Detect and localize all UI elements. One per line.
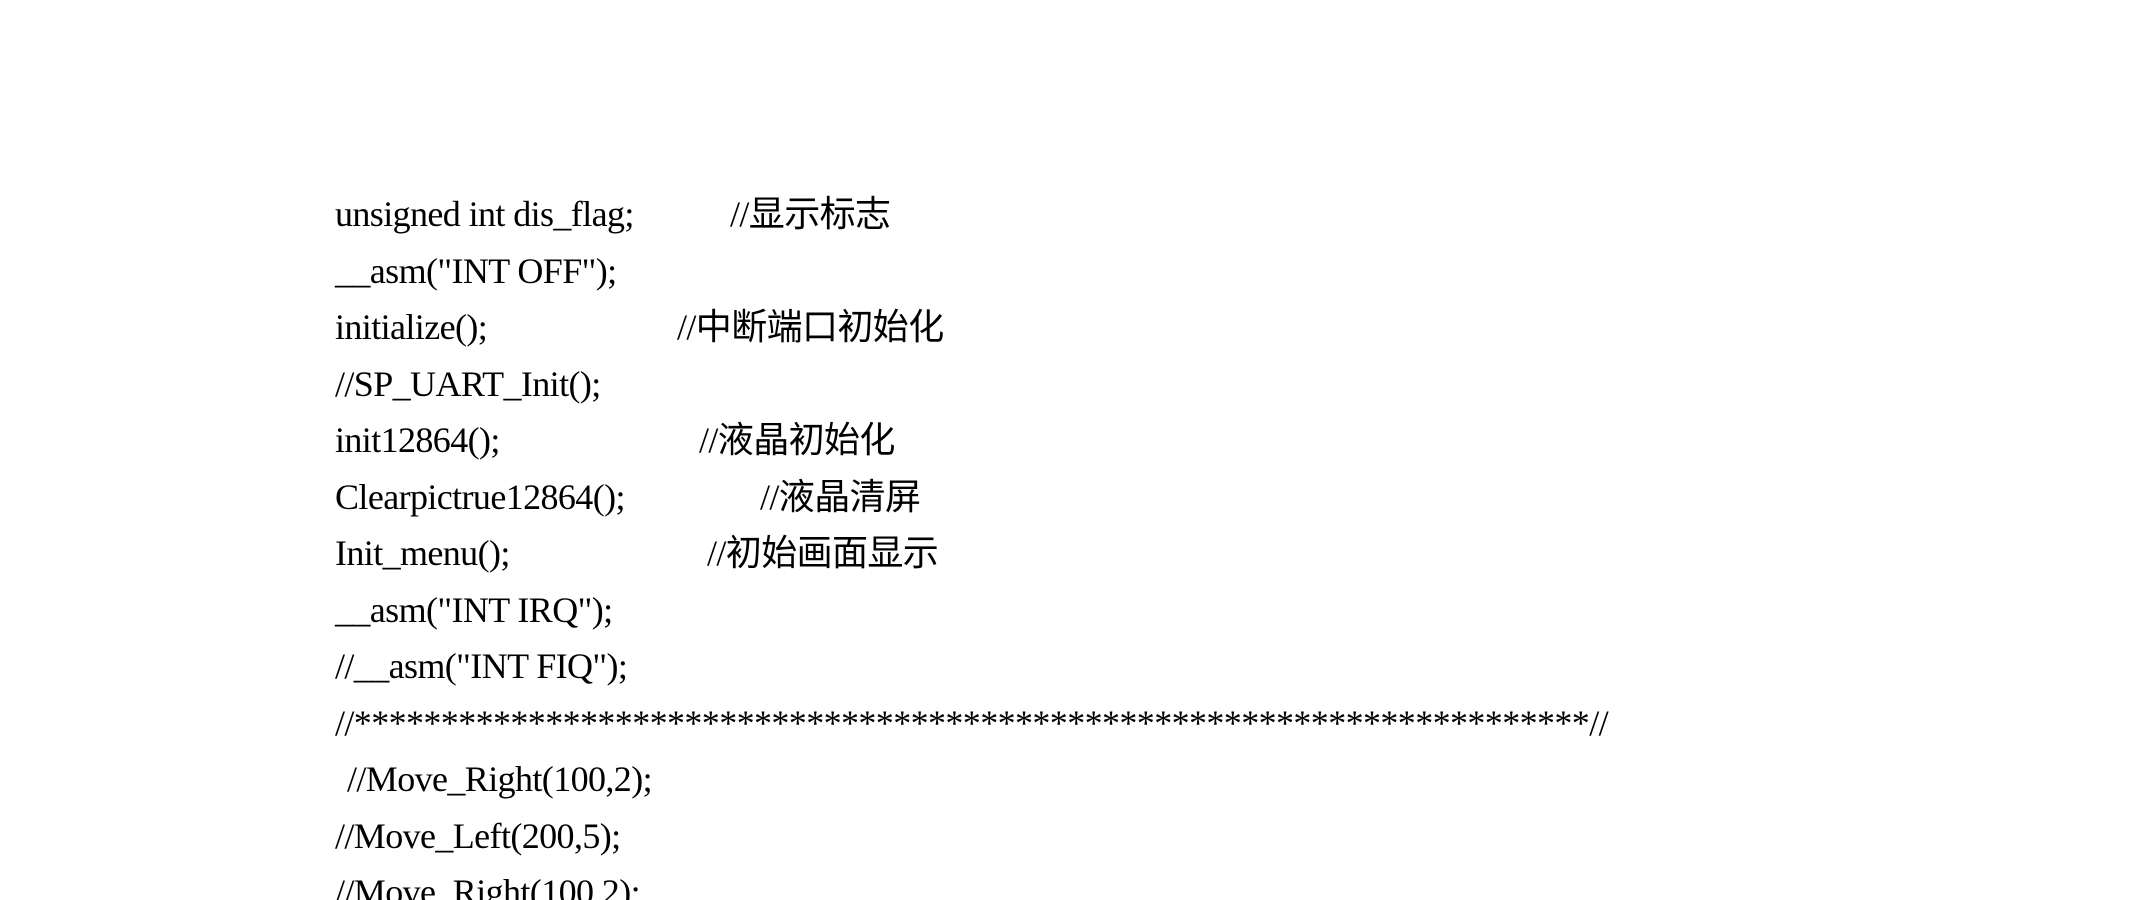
code-line-9: //__asm("INT FIQ"); bbox=[335, 638, 628, 695]
code-line-8: __asm("INT IRQ"); bbox=[335, 582, 613, 639]
code-comment: //显示标志 bbox=[730, 194, 891, 234]
code-comment: //中断端口初始化 bbox=[677, 307, 944, 347]
code-comment: //液晶清屏 bbox=[760, 476, 921, 517]
code-line-3: initialize(); //中断端口初始化 bbox=[335, 299, 944, 356]
code-line-10: //**************************************… bbox=[335, 695, 1609, 752]
code-text: __asm("INT IRQ"); bbox=[335, 589, 613, 630]
separator-comment: //**************************************… bbox=[335, 702, 1609, 743]
code-text: //SP_UART_Init(); bbox=[335, 363, 601, 404]
code-line-11: //Move_Right(100,2); bbox=[335, 751, 653, 808]
code-text: //Move_Right(100,2); bbox=[335, 872, 641, 900]
code-text: Clearpictrue12864(); bbox=[335, 476, 625, 517]
code-line-2: __asm("INT OFF"); bbox=[335, 243, 617, 300]
code-comment: //初始画面显示 bbox=[707, 533, 939, 573]
code-listing: unsigned int dis_flag; //显示标志 __asm("INT… bbox=[335, 186, 1609, 900]
code-line-4: //SP_UART_Init(); bbox=[335, 356, 601, 413]
code-line-5: init12864(); //液晶初始化 bbox=[335, 412, 895, 469]
code-line-12: //Move_Left(200,5); bbox=[335, 808, 621, 865]
code-line-13: //Move_Right(100,2); bbox=[335, 864, 641, 900]
code-line-7: Init_menu(); //初始画面显示 bbox=[335, 525, 939, 582]
code-comment: //液晶初始化 bbox=[699, 420, 895, 460]
code-text: //__asm("INT FIQ"); bbox=[335, 646, 628, 686]
code-line-6: Clearpictrue12864(); //液晶清屏 bbox=[335, 469, 921, 526]
code-text: //Move_Left(200,5); bbox=[335, 815, 621, 856]
code-text: init12864(); bbox=[335, 420, 500, 460]
code-line-1: unsigned int dis_flag; //显示标志 bbox=[335, 186, 891, 243]
code-text: //Move_Right(100,2); bbox=[347, 759, 653, 799]
code-text: initialize(); bbox=[335, 307, 488, 347]
code-text: Init_menu(); bbox=[335, 533, 510, 573]
code-text: __asm("INT OFF"); bbox=[335, 250, 617, 291]
code-text: unsigned int dis_flag; bbox=[335, 194, 634, 234]
